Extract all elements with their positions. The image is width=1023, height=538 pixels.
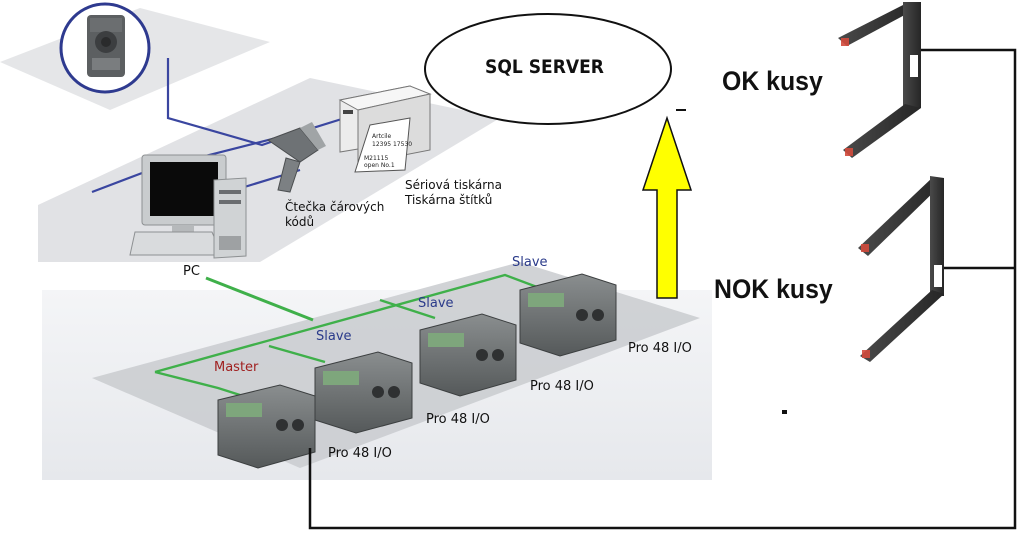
camera-device [59, 2, 151, 94]
sql-server-label: SQL SERVER [485, 56, 604, 78]
sensor-nok [858, 176, 944, 362]
printer-label: Sériová tiskárna Tiskárna štítků [405, 178, 502, 208]
barcode-reader-label: Čtečka čárových kódů [285, 200, 384, 230]
barcode-reader-label-line-1: Čtečka čárových [285, 200, 385, 214]
ok-parts-label: OK kusy [722, 66, 823, 96]
plc-master [217, 384, 316, 469]
printer-label-line-4: open No.1 [364, 162, 395, 169]
printer-label-line-b: Tiskárna štítků [405, 193, 493, 207]
plc-model-label-slave-3: Pro 48 I/O [628, 341, 692, 356]
slave-label-3: Slave [512, 255, 548, 270]
printer-label-line-a: Sériová tiskárna [405, 178, 502, 192]
plc-slave-3 [519, 273, 617, 357]
barcode-reader-label-line-2: kódů [285, 215, 315, 229]
sensor-ok [838, 2, 921, 158]
barcode-scanner-device [266, 122, 326, 193]
sensor-wiring [308, 48, 1017, 530]
nok-parts-label: NOK kusy [714, 274, 833, 304]
printer-label-line-3: M21115 [364, 155, 388, 162]
plc-slave-1 [314, 351, 413, 434]
printer-device: Artcile 12395 17530 M21115 open No.1 [338, 85, 432, 173]
printer-label-line-1: Artcile [372, 133, 392, 140]
master-label: Master [214, 360, 259, 375]
network-bus [154, 273, 546, 397]
plc-model-label-slave-1: Pro 48 I/O [426, 412, 490, 427]
plc-model-label-master: Pro 48 I/O [328, 446, 392, 461]
data-flow-arrow [641, 115, 693, 299]
printer-label-line-2: 12395 17530 [372, 141, 412, 148]
plc-modules [217, 273, 617, 469]
stray-dot [782, 410, 787, 414]
plc-model-label-slave-2: Pro 48 I/O [530, 379, 594, 394]
slave-label-2: Slave [418, 296, 454, 311]
slave-label-1: Slave [316, 329, 352, 344]
pc-workstation [129, 154, 247, 259]
sql-server-node [424, 13, 672, 125]
pc-network-cable [205, 276, 314, 322]
pc-label: PC [183, 264, 200, 279]
plc-slave-2 [419, 313, 517, 397]
